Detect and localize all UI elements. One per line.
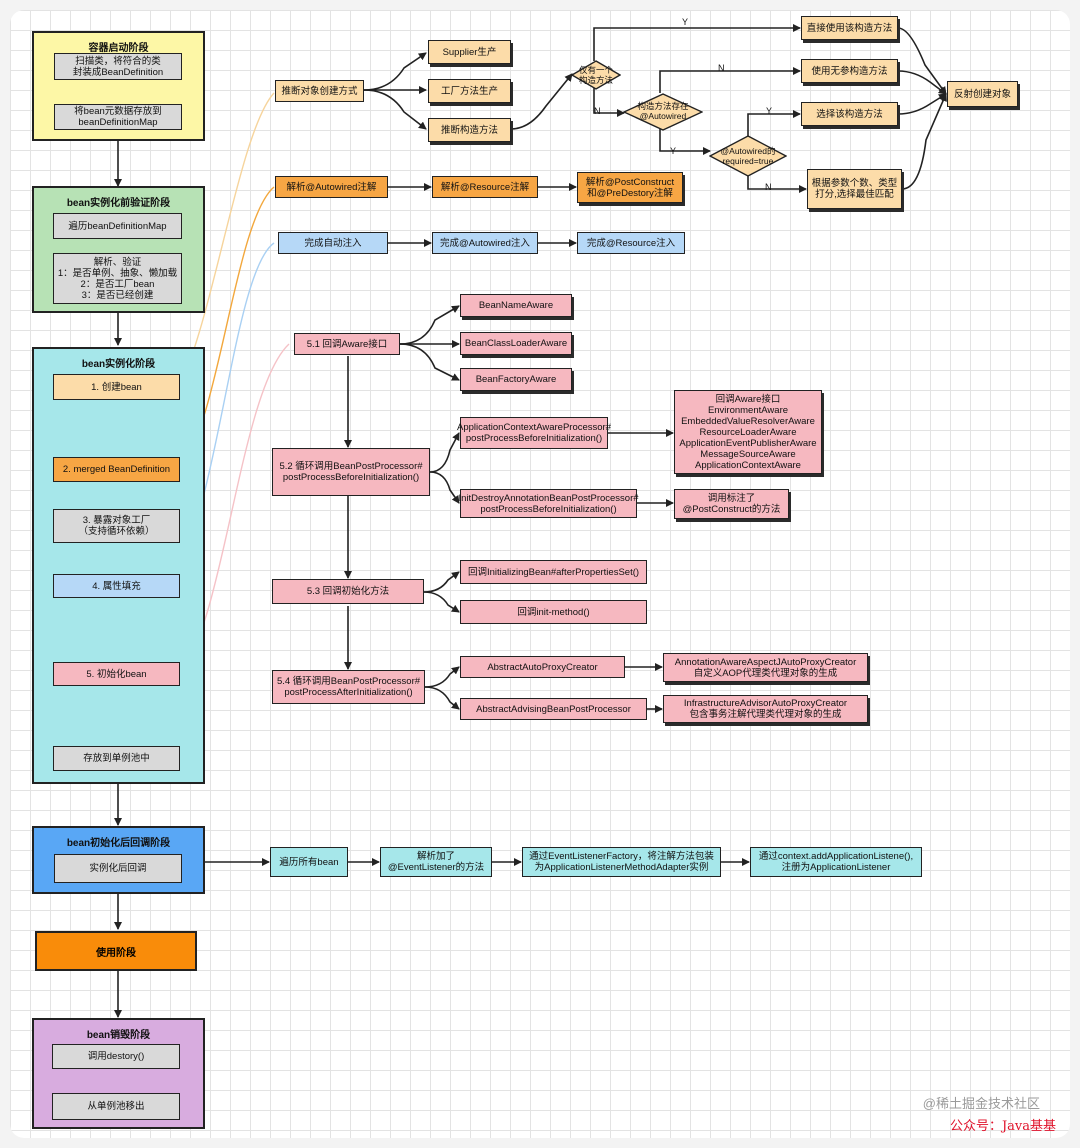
decision-only-one-constructor (571, 60, 621, 90)
decision-autowired-exists (623, 93, 703, 131)
before-initialization-loop: 5.2 循环调用BeanPostProcessor# postProcessBe… (272, 448, 430, 496)
aspectj-auto-proxy-creator: AnnotationAwareAspectJAutoProxyCreator 自… (663, 653, 868, 682)
supplier-production: Supplier生产 (428, 40, 511, 64)
parse-resource: 解析@Resource注解 (432, 176, 538, 198)
wrap-listener-method-adapter: 通过EventListenerFactory，将注解方法包装 为Applicat… (522, 847, 721, 877)
factory-method-production: 工厂方法生产 (428, 79, 511, 103)
diagram-canvas: 容器启动阶段 bean实例化前验证阶段 bean实例化阶段 bean初始化后回调… (10, 10, 1070, 1138)
abstract-auto-proxy-creator: AbstractAutoProxyCreator (460, 656, 625, 678)
arrow-create (659, 124, 711, 155)
arrow-create (593, 88, 625, 117)
step-scan-classes: 扫描类，将符合的类 封装成BeanDefinition (54, 53, 182, 80)
after-initialization-loop: 5.4 循环调用BeanPostProcessor# postProcessAf… (272, 670, 425, 704)
edge-label-y: Y (766, 106, 773, 116)
arrow-create (363, 89, 427, 130)
initializing-bean-after-properties-set: 回调InitializingBean#afterPropertiesSet() (460, 560, 647, 584)
use-no-arg-constructor: 使用无参构造方法 (801, 59, 898, 83)
step-call-destroy: 调用destory() (52, 1044, 180, 1069)
stage-title: bean初始化后回调阶段 (66, 838, 171, 849)
parse-event-listener-methods: 解析加了 @EventListener的方法 (380, 847, 492, 877)
step-merged-bean-definition: 2. merged BeanDefinition (53, 457, 180, 482)
arrow-init (423, 591, 460, 613)
decision-required-true-label: @Autowired的 required=true (720, 146, 776, 166)
stage-use: 使用阶段 (35, 931, 197, 971)
arrow-init (424, 686, 460, 710)
aware-callbacks-list: 回调Aware接口 EnvironmentAware EmbeddedValue… (674, 390, 822, 474)
arrow-create (363, 52, 427, 91)
register-application-listener: 通过context.addApplicationListene(), 注册为Ap… (750, 847, 922, 877)
arrow-create (659, 67, 801, 93)
init-destroy-annotation-processor: InitDestroyAnnotationBeanPostProcessor# … (458, 489, 639, 518)
arrow-create (510, 73, 573, 130)
use-that-constructor: 直接使用该构造方法 (801, 16, 898, 40)
step-create-bean: 1. 创建bean (53, 374, 180, 400)
choose-that-constructor: 选择该构造方法 (801, 102, 898, 126)
step-parse-validate: 解析、验证 1：是否单例、抽象、懒加载 2：是否工厂bean 3：是否已经创建 (53, 253, 182, 304)
call-postconstruct-method: 调用标注了 @PostConstruct的方法 (674, 489, 789, 519)
step-store-metadata: 将bean元数据存放到 beanDefinitionMap (54, 104, 182, 130)
arrow-init (429, 471, 460, 504)
stage-title: 使用阶段 (96, 947, 136, 959)
stage-title: bean实例化阶段 (81, 359, 156, 370)
parse-autowired: 解析@Autowired注解 (275, 176, 388, 198)
stage-title: bean实例化前验证阶段 (66, 198, 171, 209)
infer-constructor: 推断构造方法 (428, 118, 511, 142)
arrow-create (593, 24, 801, 61)
callback-init-method: 回调init-method() (460, 600, 647, 624)
callback-aware-interface: 5.1 回调Aware接口 (294, 333, 400, 355)
bean-name-aware: BeanNameAware (460, 294, 572, 317)
arrow-init (429, 432, 460, 473)
arrow-create (747, 176, 807, 193)
callback-init-methods: 5.3 回调初始化方法 (272, 579, 424, 604)
reflect-create-object: 反射创建对象 (947, 81, 1018, 107)
step-iterate-map: 遍历beanDefinitionMap (53, 213, 182, 239)
iterate-all-beans: 遍历所有bean (270, 847, 348, 877)
score-best-match: 根据参数个数、类型 打分,选择最佳匹配 (807, 169, 902, 209)
edge-label-n: N (765, 182, 772, 192)
step-initialize-bean: 5. 初始化bean (53, 662, 180, 686)
watermark-site: @稀土掘金技术社区 (922, 1096, 1040, 1111)
step-populate-properties: 4. 属性填充 (53, 574, 180, 598)
arrow-init (424, 666, 460, 688)
arrow-init (423, 571, 460, 593)
arrow-init (399, 343, 460, 381)
decision-autowired-exists-label: 构造方法存在 @Autowired (637, 101, 689, 121)
infrastructure-advisor-auto-proxy-creator: InfrastructureAdvisorAutoProxyCreator 包含… (663, 695, 868, 723)
complete-auto-injection: 完成自动注入 (278, 232, 388, 254)
watermark-account: 公众号：Java基基 (949, 1119, 1056, 1134)
stage-title: 容器启动阶段 (88, 43, 149, 54)
arrow-create (897, 70, 947, 95)
edge-label-y: Y (682, 17, 689, 27)
abstract-advising-post-processor: AbstractAdvisingBeanPostProcessor (460, 698, 647, 720)
decision-only-one-label: 仅有一个 构造方法 (578, 65, 613, 85)
edge-label-n: N (718, 63, 725, 73)
step-post-instantiate-callback: 实例化后回调 (54, 854, 182, 883)
edge-label-n: N (594, 106, 601, 116)
parse-postconstruct-predestroy: 解析@PostConstruct 和@PreDestory注解 (577, 172, 683, 203)
step-expose-object-factory: 3. 暴露对象工厂 （支持循环依赖） (53, 509, 180, 543)
arrow-init (399, 305, 460, 345)
arrow-create (897, 27, 947, 95)
stage-instantiate: bean实例化阶段 (32, 347, 205, 784)
step-store-singleton-pool: 存放到单例池中 (53, 746, 180, 771)
arrow-create (897, 93, 947, 115)
infer-creation-method: 推断对象创建方式 (275, 80, 364, 102)
bean-factory-aware: BeanFactoryAware (460, 368, 572, 391)
edge-label-y: Y (670, 146, 677, 156)
step-remove-singleton: 从单例池移出 (52, 1093, 180, 1120)
arrow-create (747, 110, 801, 136)
arrow-create (901, 93, 947, 190)
application-context-aware-processor: ApplicationContextAwareProcessor# postPr… (457, 417, 611, 449)
stage-title: bean销毁阶段 (86, 1030, 151, 1041)
bean-classloader-aware: BeanClassLoaderAware (460, 332, 572, 355)
complete-resource-injection: 完成@Resource注入 (577, 232, 685, 254)
complete-autowired-injection: 完成@Autowired注入 (432, 232, 538, 254)
decision-required-true (709, 135, 787, 177)
